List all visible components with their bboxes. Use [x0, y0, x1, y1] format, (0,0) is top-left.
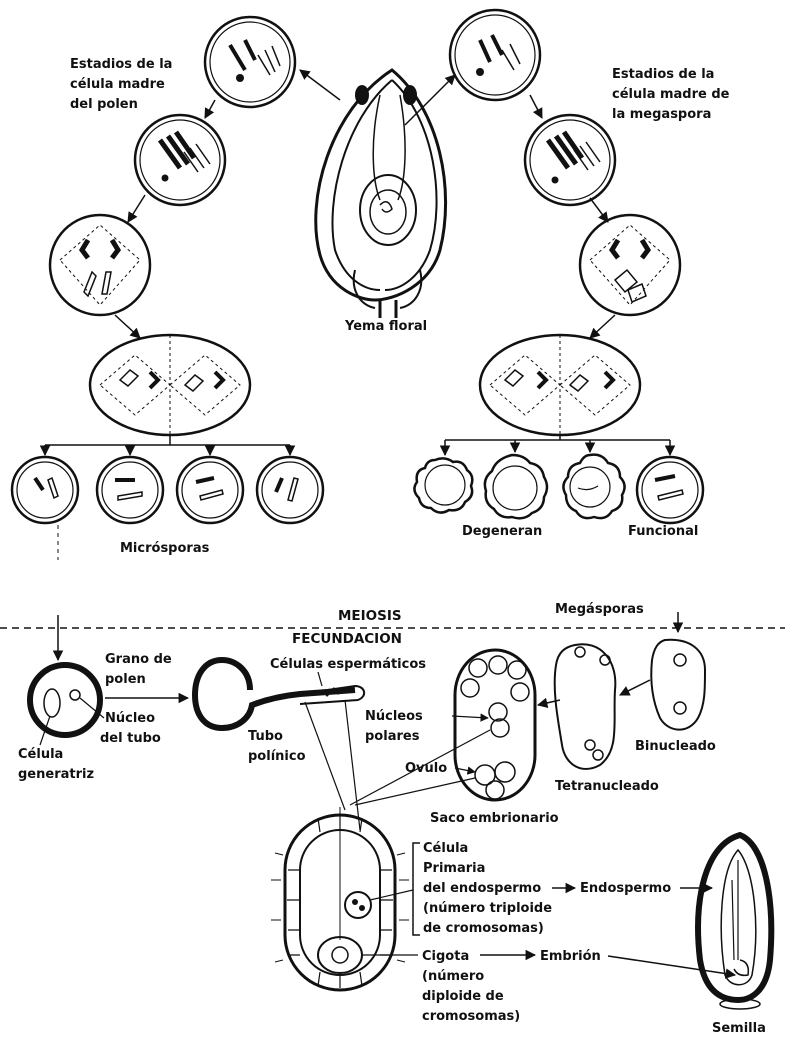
pollen-tube-to-ovule-line-2 — [305, 702, 345, 810]
zygote-label-2: (número — [422, 969, 484, 984]
tube-nucleus-label-2: del tubo — [100, 731, 161, 746]
megaspore-mother-cell-label-3: la megaspora — [612, 107, 711, 122]
pollen-cell-stage-2 — [135, 115, 225, 205]
pollen-grain-label-1: Grano de — [105, 652, 172, 667]
polar-nuclei-label-2: polares — [365, 729, 420, 744]
primary-endosperm-label-4: (número triploide — [423, 901, 552, 916]
pollen-cell-stage-1 — [205, 17, 295, 107]
megaspore-mother-cell-label-1: Estadios de la — [612, 67, 714, 82]
fertilization-label: FECUNDACION — [292, 631, 402, 647]
primary-endosperm-label-1: Célula — [423, 841, 468, 856]
microspores-label: Micrósporas — [120, 541, 210, 556]
tube-nucleus-label-1: Núcleo — [105, 711, 155, 726]
ovule-label: Ovulo — [405, 761, 447, 776]
megaspore-degenerate-3 — [563, 455, 624, 518]
embryo-label: Embrión — [540, 949, 601, 964]
megaspore-mother-cell-label-2: célula madre de — [612, 87, 730, 102]
primary-endosperm-label-5: de cromosomas) — [423, 921, 544, 936]
polar-nuclei-pointer — [452, 716, 488, 718]
polar-nuclei-label-1: Núcleos — [365, 709, 423, 724]
megaspore-cell-stage-4 — [480, 335, 640, 435]
endosperm-bracket-pointer — [370, 890, 413, 900]
microspore-2 — [97, 457, 163, 523]
pollen-tube-label-2: polínico — [248, 749, 306, 764]
degenerate-label: Degeneran — [462, 524, 542, 539]
tetranucleate-cell — [555, 644, 616, 769]
meiosis-label: MEIOSIS — [338, 608, 402, 624]
primary-endosperm-label-2: Primaria — [423, 861, 485, 876]
sperm-cells-label: Células espermáticos — [270, 657, 426, 672]
generative-cell-label-2: generatriz — [18, 767, 94, 782]
binucleate-cell — [651, 640, 705, 730]
endosperm-label: Endospermo — [580, 881, 671, 896]
pollen-cell-stage-3 — [50, 215, 150, 315]
pollen-mother-cell-label-2: célula madre — [70, 77, 165, 92]
ovule-to-zygote-line — [355, 778, 475, 805]
megaspore-cell-stage-3 — [580, 215, 680, 315]
megaspores-label: Megásporas — [555, 602, 644, 617]
seed-label: Semilla — [712, 1021, 766, 1036]
floral-bud — [316, 70, 446, 318]
megaspore-degenerate-2 — [485, 455, 547, 518]
embryo-sac — [455, 650, 535, 800]
pollen-tube-to-ovule-line-1 — [345, 700, 360, 830]
functional-label: Funcional — [628, 524, 698, 539]
seed — [698, 835, 771, 1009]
microspore-4 — [257, 457, 323, 523]
floral-bud-label: Yema floral — [344, 319, 427, 334]
megaspore-degenerate-1 — [414, 458, 472, 512]
pollen-mother-cell-label-1: Estadios de la — [70, 57, 172, 72]
megaspore-cell-stage-2 — [525, 115, 615, 205]
microspore-3 — [177, 457, 243, 523]
binucleate-to-tetranucleate-arrow — [620, 680, 650, 695]
microspore-1 — [12, 457, 78, 523]
sperm-cells-pointer — [318, 672, 322, 686]
primary-endosperm-label-3: del endospermo — [423, 881, 541, 896]
embryo-to-seed-arrow — [608, 956, 735, 975]
megaspore-functional — [637, 457, 703, 523]
zygote-label-3: diploide de — [422, 989, 504, 1004]
endosperm-bracket — [413, 843, 420, 935]
pollen-grain-label-2: polen — [105, 672, 146, 687]
binucleate-label: Binucleado — [635, 739, 716, 754]
right-branch-arrows — [405, 75, 670, 455]
pollen-cell-stage-4 — [90, 335, 250, 435]
zygote-label-1: Cigota — [422, 949, 469, 964]
embryo-sac-label: Saco embrionario — [430, 811, 559, 826]
fertilized-ovule — [271, 807, 409, 990]
pollen-grain — [30, 665, 100, 735]
pollen-mother-cell-label-3: del polen — [70, 97, 138, 112]
tetranucleate-label: Tetranucleado — [555, 779, 659, 794]
pollen-tube-label-1: Tubo — [248, 729, 283, 744]
zygote-label-4: cromosomas) — [422, 1009, 520, 1024]
megaspore-cell-stage-1 — [450, 10, 540, 100]
generative-cell-label-1: Célula — [18, 747, 63, 762]
